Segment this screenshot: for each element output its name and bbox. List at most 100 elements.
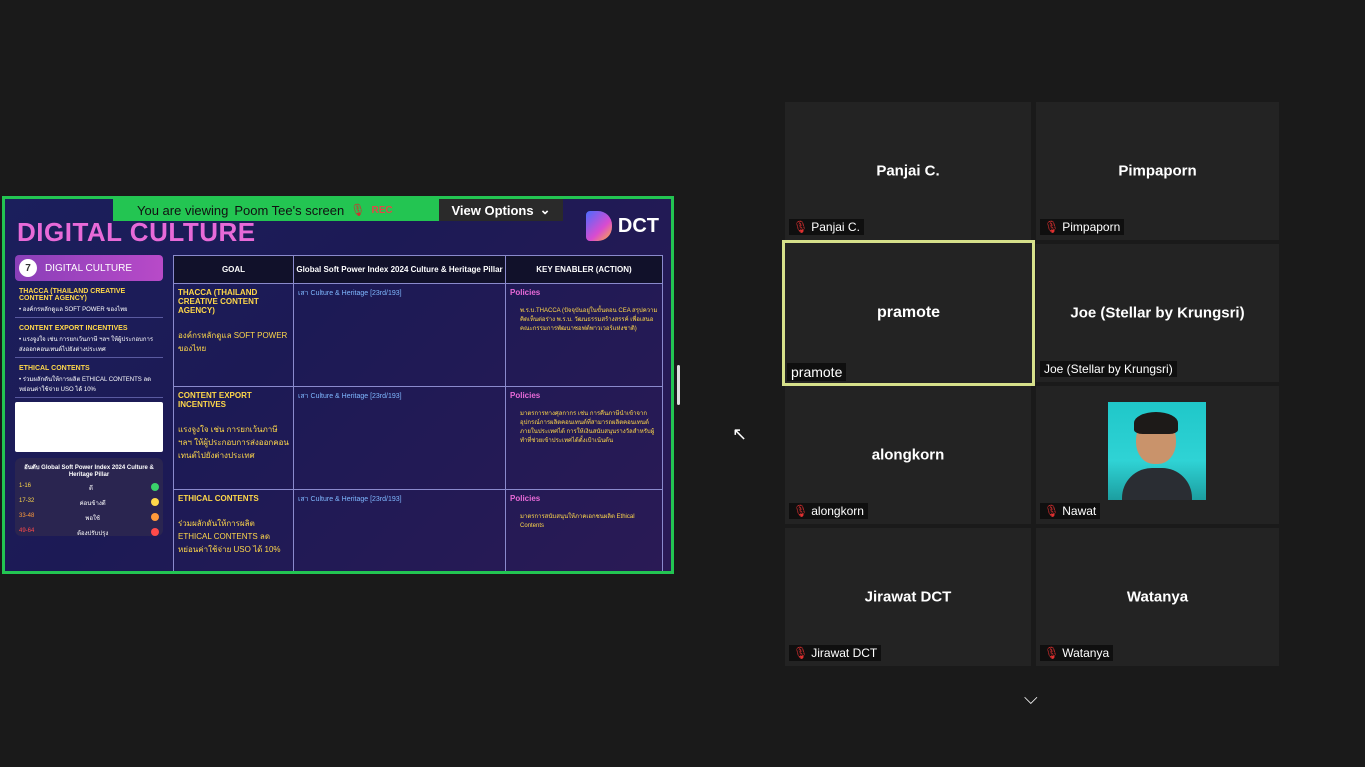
policies-label: Policies	[510, 288, 541, 297]
policies-label: Policies	[510, 494, 541, 503]
legend-label: ต้องปรับปรุง	[77, 531, 109, 537]
participant-label-text: Panjai C.	[811, 220, 860, 234]
goal-heading: THACCA (THAILAND CREATIVE CONTENT AGENCY…	[178, 288, 259, 315]
column-header: GOAL	[173, 255, 294, 284]
goal-heading: ETHICAL CONTENTS	[178, 494, 259, 503]
participant-label: 🎙︎Jirawat DCT	[789, 645, 882, 661]
left-item: CONTENT EXPORT INCENTIVES • แรงจูงใจ เช่…	[15, 322, 163, 358]
participant-tile[interactable]: 🎙︎Nawat	[1036, 386, 1279, 524]
microphone-muted-icon: 🎙︎	[793, 646, 809, 660]
goal-cell: THACCA (THAILAND CREATIVE CONTENT AGENCY…	[173, 283, 294, 387]
table-row: CONTENT EXPORT INCENTIVES แรงจูงใจ เช่น ก…	[173, 386, 663, 490]
participant-name: pramote	[876, 304, 941, 321]
table-row: THACCA (THAILAND CREATIVE CONTENT AGENCY…	[173, 283, 663, 387]
participant-name: Pimpaporn	[1118, 162, 1197, 180]
dct-logo: DCT	[585, 211, 659, 241]
viewing-name: Poom Tee's screen	[234, 202, 345, 218]
participant-label: 🎙︎Nawat	[1040, 503, 1101, 519]
policies-label: Policies	[510, 391, 541, 400]
table-header-row: GOAL Global Soft Power Index 2024 Cultur…	[173, 255, 663, 284]
participant-tile[interactable]: Joe (Stellar by Krungsri) Joe (Stellar b…	[1036, 244, 1279, 382]
left-item-heading: CONTENT EXPORT INCENTIVES	[19, 325, 128, 332]
participant-label: pramote	[787, 363, 847, 381]
digital-culture-tab: 7 DIGITAL CULTURE	[15, 255, 163, 281]
participant-label: 🎙︎Watanya	[1040, 645, 1114, 661]
goal-cell: CONTENT EXPORT INCENTIVES แรงจูงใจ เช่น ก…	[173, 386, 294, 490]
index-text: เสา Culture & Heritage [23rd/193]	[298, 290, 402, 297]
dct-logo-mark-icon	[585, 211, 612, 241]
legend-range: 49-64	[19, 528, 35, 534]
goal-desc: องค์กรหลักดูแล SOFT POWER ของไทย	[178, 331, 288, 353]
left-item-desc: • แรงจูงใจ เช่น การยกเว้นภาษี ฯลฯ ให้ผู้…	[19, 337, 154, 353]
microphone-muted-icon: 🎙︎	[1044, 220, 1060, 234]
participant-label-text: Nawat	[1062, 504, 1097, 518]
participant-tile[interactable]: Watanya 🎙︎Watanya	[1036, 528, 1279, 666]
index-text: เสา Culture & Heritage [23rd/193]	[298, 393, 402, 400]
resize-handle[interactable]	[677, 365, 680, 405]
left-item-heading: THACCA (THAILAND CREATIVE CONTENT AGENCY…	[19, 288, 126, 302]
left-item-desc: • องค์กรหลักดูแล SOFT POWER ของไทย	[19, 307, 128, 313]
tab-label: DIGITAL CULTURE	[45, 262, 133, 274]
participant-label-text: Watanya	[1062, 646, 1110, 660]
participant-tile[interactable]: alongkorn 🎙︎alongkorn	[785, 386, 1031, 524]
left-item: THACCA (THAILAND CREATIVE CONTENT AGENCY…	[15, 285, 163, 318]
avatar-body	[1122, 468, 1192, 500]
slide-table: GOAL Global Soft Power Index 2024 Cultur…	[173, 255, 663, 571]
participant-tile[interactable]: Panjai C. 🎙︎Panjai C.	[785, 102, 1031, 240]
participant-label-text: Jirawat DCT	[811, 646, 878, 660]
legend-row: 49-64 ต้องปรับปรุง	[19, 528, 159, 538]
index-cell: เสา Culture & Heritage [23rd/193]	[293, 386, 506, 490]
participant-label-text: pramote	[791, 364, 843, 380]
participant-tile[interactable]: Jirawat DCT 🎙︎Jirawat DCT	[785, 528, 1031, 666]
policies-desc: มาตรการสนับสนุนให้ภาคเอกชนผลิต Ethical C…	[520, 514, 635, 529]
view-options-button[interactable]: View Options ⌄	[439, 199, 563, 221]
slide-title: DIGITAL CULTURE	[17, 217, 256, 247]
microphone-muted-icon: 🎙︎	[793, 220, 809, 234]
participant-label: Joe (Stellar by Krungsri)	[1040, 361, 1177, 377]
view-options-label: View Options	[451, 202, 534, 218]
tab-number: 7	[19, 259, 37, 277]
participant-label-text: Pimpaporn	[1062, 220, 1121, 234]
participant-tile-active-speaker[interactable]: pramote pramote	[782, 240, 1035, 386]
participant-name: Panjai C.	[876, 162, 940, 180]
dct-logo-text: DCT	[617, 214, 659, 237]
shared-screen[interactable]: DIGITAL CULTURE DCT 7 DIGITAL CULTURE TH…	[2, 196, 674, 574]
chevron-down-icon[interactable]: ⌵	[1024, 688, 1038, 708]
index-cell: เสา Culture & Heritage [23rd/193]	[293, 489, 506, 571]
partner-logos-box	[15, 402, 163, 452]
left-item-heading: ETHICAL CONTENTS	[19, 365, 90, 372]
participant-label: 🎙︎alongkorn	[789, 503, 868, 519]
participant-name: alongkorn	[871, 446, 945, 464]
goal-heading: CONTENT EXPORT INCENTIVES	[178, 391, 252, 409]
participant-tile[interactable]: Pimpaporn 🎙︎Pimpaporn	[1036, 102, 1279, 240]
goal-desc: แรงจูงใจ เช่น การยกเว้นภาษี ฯลฯ ให้ผู้ปร…	[178, 425, 289, 460]
enabler-cell: Policies มาตรการสนับสนุนให้ภาคเอกชนผลิต E…	[505, 489, 663, 571]
participant-video	[1108, 402, 1206, 500]
participant-name: Jirawat DCT	[864, 588, 952, 606]
policies-desc: พ.ร.บ.THACCA (ปัจจุบันอยู่ในขั้นตอน CEA …	[520, 308, 658, 332]
participant-name: Watanya	[1126, 588, 1189, 606]
viewing-banner: You are viewing Poom Tee's screen 🎙︎ REC	[113, 199, 439, 221]
participant-label-text: alongkorn	[811, 504, 864, 518]
cursor-icon: ↖	[732, 424, 748, 444]
legend-label: พอใช้	[85, 516, 100, 522]
microphone-muted-icon: 🎙︎	[1044, 646, 1060, 660]
participant-label: 🎙︎Pimpaporn	[1040, 219, 1125, 235]
column-header: KEY ENABLER (ACTION)	[505, 255, 663, 284]
index-cell: เสา Culture & Heritage [23rd/193]	[293, 283, 506, 387]
microphone-muted-icon: 🎙︎	[1044, 504, 1060, 518]
legend-range: 33-48	[19, 513, 35, 519]
legend-label: ดี	[89, 486, 93, 492]
rec-indicator: REC	[371, 204, 393, 216]
status-dot-icon	[150, 513, 159, 521]
participant-label: 🎙︎Panjai C.	[789, 219, 864, 235]
legend-row: 33-48 พอใช้	[19, 513, 159, 523]
enabler-cell: Policies พ.ร.บ.THACCA (ปัจจุบันอยู่ในขั้น…	[505, 283, 663, 387]
status-dot-icon	[151, 498, 159, 506]
